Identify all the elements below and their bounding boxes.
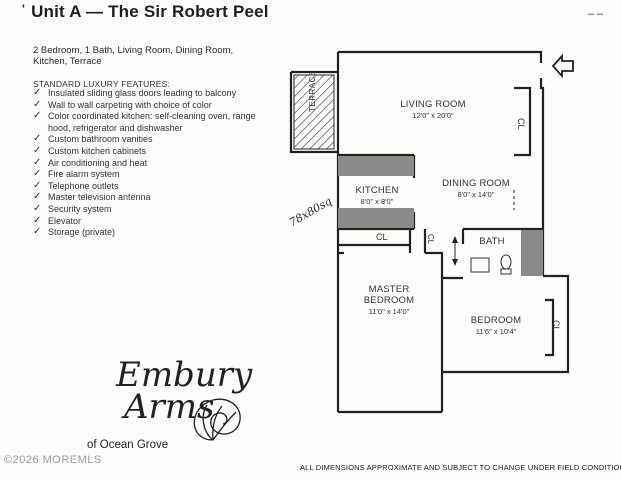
check-icon: ✓	[33, 144, 42, 156]
room-living-name: LIVING ROOM	[400, 99, 466, 110]
check-icon: ✓	[33, 98, 42, 110]
room-dining: DINING ROOM 8'0" x 14'0"	[428, 178, 524, 199]
feature-item: ✓ Fire alarm system	[33, 168, 273, 181]
check-icon: ✓	[33, 226, 42, 238]
feature-item: ✓ Custom kitchen cabinets	[33, 144, 273, 158]
title-text: Unit A — The Sir Robert Peel	[31, 2, 269, 21]
disclaimer: ALL DIMENSIONS APPROXIMATE AND SUBJECT T…	[300, 463, 621, 472]
feature-item: ✓ Air conditioning and heat	[33, 156, 273, 170]
feature-text: Custom bathroom vanities	[48, 134, 153, 145]
feature-item: ✓ Custom bathroom vanities	[33, 133, 273, 146]
shell-logo-icon	[193, 398, 241, 441]
room-dining-name: DINING ROOM	[442, 178, 510, 189]
feature-item: ✓ Telephone outlets	[33, 179, 273, 193]
feature-text: Master television antenna	[48, 192, 151, 203]
feature-text: Telephone outlets	[48, 180, 119, 191]
wall-right-upper	[539, 78, 545, 276]
master-right-top	[425, 251, 444, 278]
bath-toilet	[500, 254, 512, 270]
closet-label-lc: CL	[426, 234, 435, 245]
unit-summary: 2 Bedroom, 1 Bath, Living Room, Dining R…	[33, 45, 234, 67]
feature-text: Custom kitchen cabinets	[48, 145, 147, 156]
feature-text: Elevator	[48, 215, 82, 226]
feature-text: Security system	[48, 203, 112, 214]
feature-item: ✓ Wall to wall carpeting with choice of c…	[33, 98, 273, 112]
feature-text: Color coordinated kitchen: self-cleaning…	[48, 111, 256, 133]
room-kitchen: KITCHEN 8'0" x 8'0"	[342, 185, 412, 206]
closet-label-bedroom: CL	[551, 320, 561, 332]
check-icon: ✓	[33, 87, 42, 98]
room-bedroom-name: BEDROOM	[470, 315, 522, 326]
room-living-dims: 12'0" x 20'0"	[412, 111, 454, 120]
feature-text: Insulated sliding glass doors leading to…	[48, 88, 237, 98]
living-closet	[514, 86, 532, 157]
feature-text: Fire alarm system	[48, 169, 120, 180]
bath-sink	[470, 257, 490, 273]
feature-item: ✓ Color coordinated kitchen: self-cleanin…	[33, 110, 273, 134]
room-master-dims: 11'0" x 14'0"	[368, 307, 410, 316]
feature-item: ✓ Elevator	[33, 214, 273, 228]
title-mark: '	[22, 2, 26, 16]
entry-arrow-icon	[551, 53, 574, 79]
check-icon: ✓	[33, 202, 42, 214]
room-bath: BATH	[470, 236, 514, 247]
feature-item: ✓ Storage (private)	[33, 226, 273, 239]
feature-item: ✓ Master television antenna	[33, 191, 273, 204]
door-arrow-down	[452, 259, 458, 266]
terrace-outline	[289, 72, 338, 154]
feature-item: ✓ Security system	[33, 202, 273, 216]
room-bath-name: BATH	[479, 236, 505, 247]
page-title: ' Unit A — The Sir Robert Peel	[22, 2, 269, 22]
check-icon: ✓	[33, 214, 42, 226]
check-icon: ✓	[33, 191, 42, 203]
features-list: ✓ Insulated sliding glass doors leading t…	[33, 87, 273, 239]
bath-tub	[521, 230, 543, 276]
check-icon: ✓	[33, 179, 42, 191]
logo-line-2: Arms	[124, 387, 215, 427]
closet-label-living: CL	[516, 118, 526, 130]
check-icon: ✓	[33, 110, 42, 122]
door-arrow-up	[452, 236, 458, 243]
feature-text: Storage (private)	[48, 227, 116, 238]
feature-text: Wall to wall carpeting with choice of co…	[48, 99, 212, 110]
room-living: LIVING ROOM 12'0" x 20'0"	[388, 99, 478, 120]
wall-top	[338, 50, 543, 63]
watermark: ©2026 MOREMLS	[4, 454, 102, 466]
check-icon: ✓	[33, 133, 42, 145]
room-kitchen-name: KITCHEN	[355, 185, 399, 196]
logo-line-1: Embury	[116, 355, 253, 395]
check-icon: ✓	[33, 168, 42, 180]
check-icon: ✓	[33, 156, 42, 168]
terrace-hatch	[293, 74, 335, 150]
room-dining-dims: 8'0" x 14'0"	[457, 190, 495, 199]
logo-subtitle: of Ocean Grove	[87, 439, 169, 451]
room-bedroom: BEDROOM 11'6" x 10'4"	[456, 315, 536, 336]
bath-toilet-tank	[500, 268, 512, 275]
room-kitchen-dims: 8'0" x 8'0"	[360, 197, 394, 206]
kitchen-counter-top	[338, 156, 414, 176]
closet-label-hall: CL	[376, 232, 388, 242]
kitchen-counter-bottom	[338, 208, 414, 228]
feature-text: Air conditioning and heat	[48, 157, 148, 168]
room-master: MASTER BEDROOM 11'0" x 14'0"	[348, 284, 430, 316]
bedroom-closet	[545, 298, 555, 357]
feature-item: ✓ Insulated sliding glass doors leading t…	[33, 87, 273, 100]
room-master-name-1: MASTER	[368, 284, 410, 295]
corner-mark: – ‒	[587, 8, 603, 20]
features-heading: STANDARD LUXURY FEATURES:	[33, 79, 171, 89]
wall-right-bedroom	[543, 274, 570, 374]
terrace-label: TERRACE	[308, 70, 317, 112]
room-master-name-2: BEDROOM	[363, 295, 415, 306]
room-bedroom-dims: 11'6" x 10'4"	[475, 327, 517, 336]
